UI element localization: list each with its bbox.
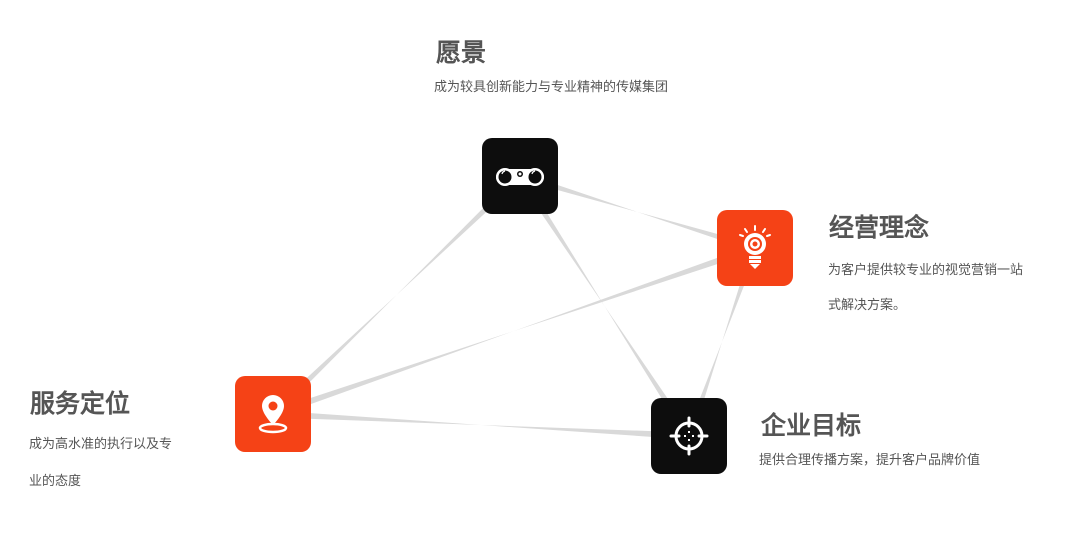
- concept-title: 经营理念: [829, 213, 930, 242]
- binoculars-icon: [496, 168, 544, 186]
- vision-icon-box: [482, 138, 558, 214]
- position-icon-box: [235, 376, 311, 452]
- goal-description: 提供合理传播方案，提升客户品牌价值: [759, 453, 981, 468]
- position-description-line-2: 业的态度: [29, 474, 82, 489]
- connection-line-position-goal: [272, 410, 481, 425]
- lightbulb-gear-icon: [739, 225, 771, 269]
- position-description-line-1: 成为高水准的执行以及专: [29, 437, 173, 452]
- vision-title: 愿景: [436, 38, 487, 67]
- concept-icon-box: [717, 210, 793, 286]
- concept-description-line-2: 式解决方案。: [828, 298, 907, 313]
- goal-icon-box: [651, 398, 727, 474]
- map-pin-icon: [258, 395, 288, 434]
- vision-description: 成为较具创新能力与专业精神的传媒集团: [434, 80, 669, 95]
- connection-line-position-goal: [481, 425, 690, 440]
- concept-description-line-1: 为客户提供较专业的视觉营销一站: [828, 263, 1024, 278]
- connection-line-concept-position: [514, 244, 757, 331]
- connection-line-concept-position: [271, 331, 514, 418]
- position-title: 服务定位: [30, 389, 131, 418]
- goal-title: 企业目标: [761, 411, 862, 440]
- crosshair-icon: [669, 416, 709, 456]
